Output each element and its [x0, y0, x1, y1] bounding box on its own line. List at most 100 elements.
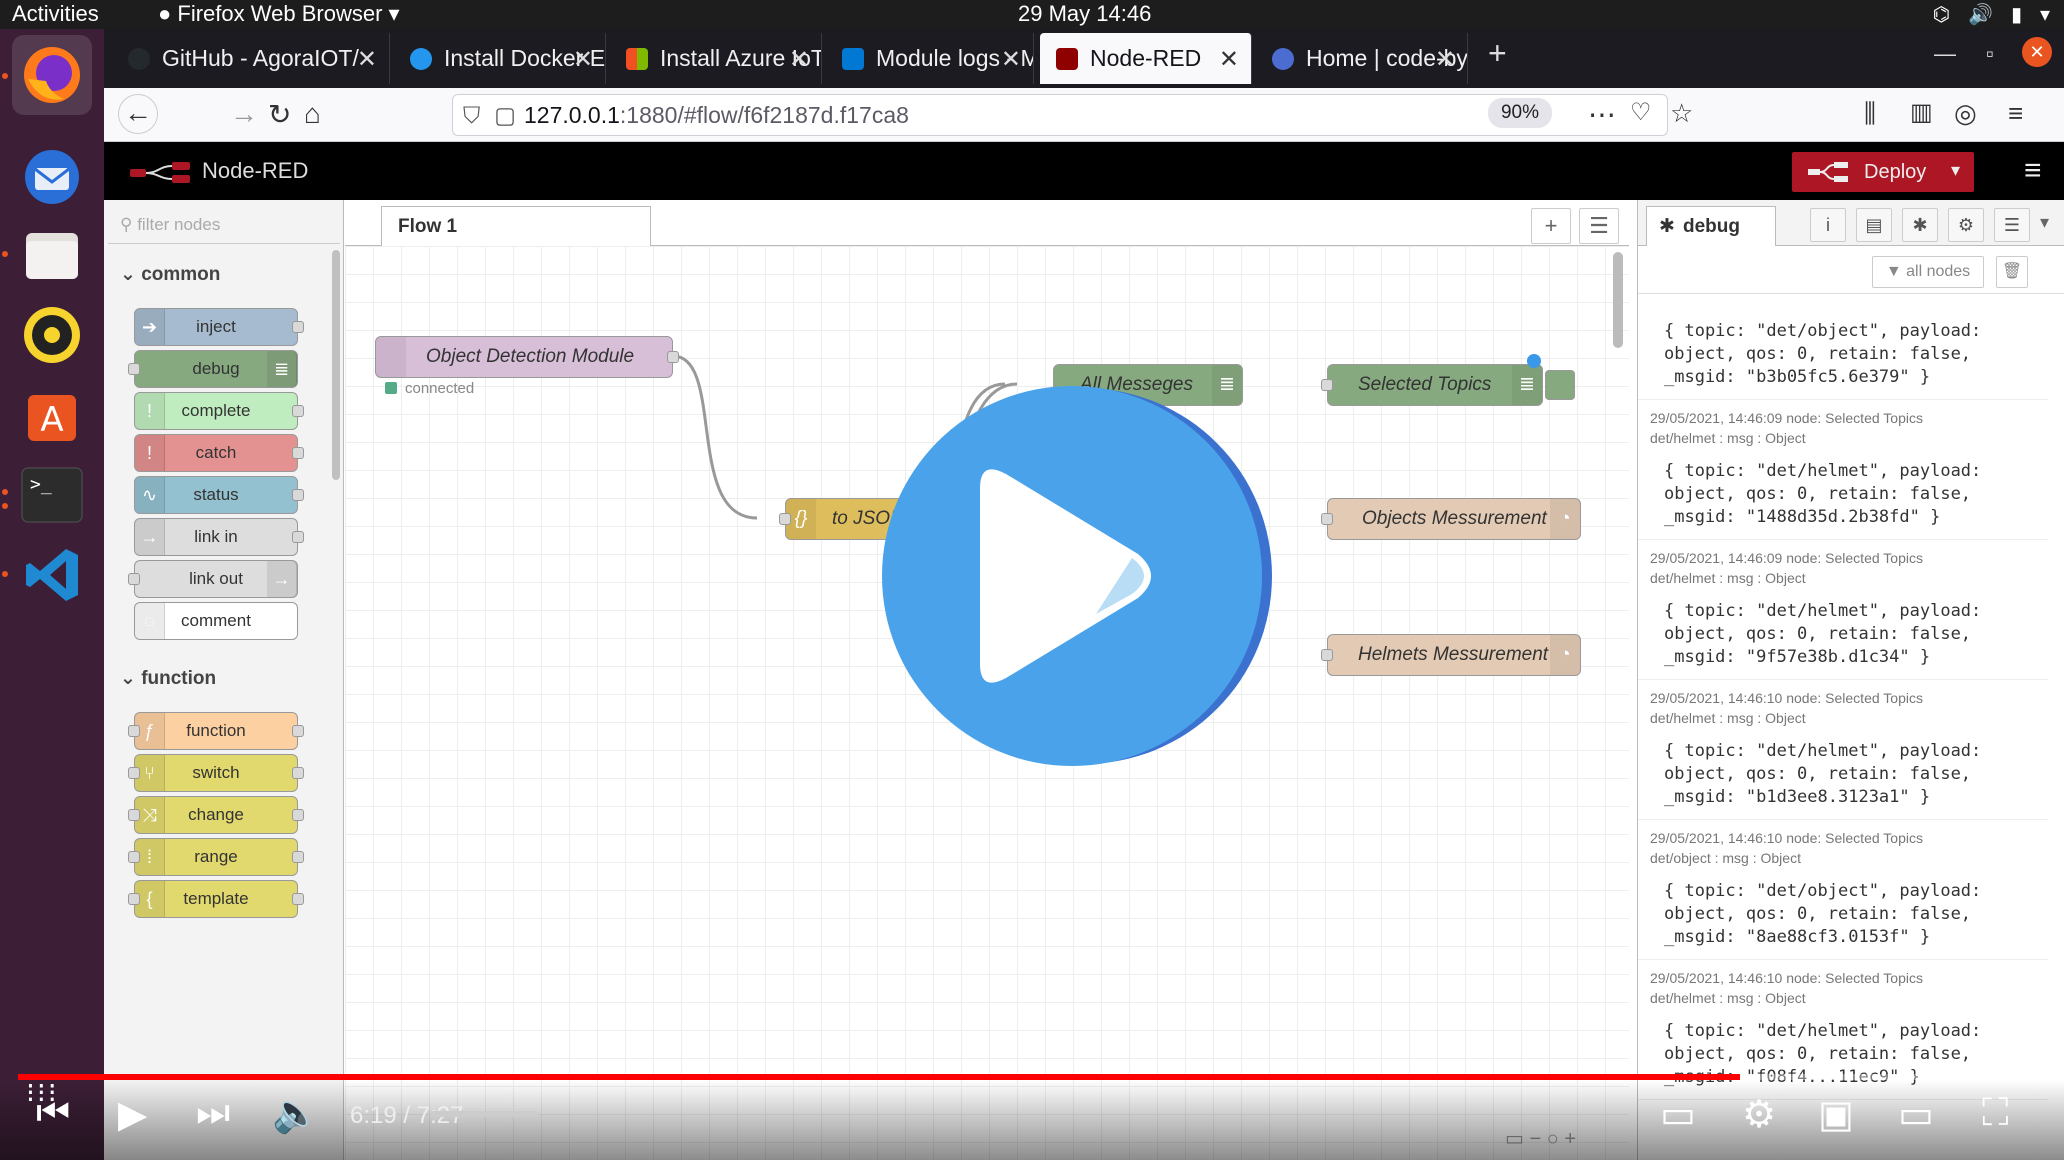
node-object-detection-module[interactable]: Object Detection Module: [375, 336, 679, 378]
menu-icon[interactable]: ≡: [2008, 98, 2024, 128]
palette-node-complete[interactable]: !complete: [134, 392, 304, 430]
tab-github[interactable]: GitHub - AgoraIOT/ ✕: [112, 33, 390, 84]
firefox-dock-icon[interactable]: [12, 35, 92, 115]
palette-node-catch[interactable]: !catch: [134, 434, 304, 472]
node-selected-topics[interactable]: Selected Topics ≣: [1321, 364, 1543, 406]
debug-message-payload[interactable]: { topic: "det/helmet", payload:object, q…: [1650, 600, 2038, 669]
canvas-scrollbar[interactable]: [1613, 252, 1623, 348]
play-icon[interactable]: ▶: [118, 1094, 148, 1136]
debug-message-payload[interactable]: { topic: "det/helmet", payload:object, q…: [1650, 1020, 2038, 1089]
flow-canvas[interactable]: Object Detection Module connected {} to …: [345, 246, 1629, 1160]
tab-module-logs[interactable]: Module logs - Micro ✕: [826, 33, 1034, 84]
page-info-icon[interactable]: ▢: [494, 101, 516, 128]
debug-message-topic[interactable]: det/helmet : msg : Object: [1650, 430, 1806, 446]
fullscreen-icon[interactable]: ⛶: [1982, 1092, 2009, 1134]
thunderbird-dock-icon[interactable]: [12, 137, 92, 217]
window-close-icon[interactable]: ✕: [2022, 37, 2052, 67]
tab-flow-1[interactable]: Flow 1: [381, 206, 651, 246]
debug-message[interactable]: 29/05/2021, 14:46:10 node: Selected Topi…: [1638, 960, 2048, 1100]
tab-install-azure[interactable]: Install Azure IoT Ed ✕: [610, 33, 822, 84]
debug-message[interactable]: 29/05/2021, 14:46:10 node: Selected Topi…: [1638, 820, 2048, 960]
config-gear-icon[interactable]: ⚙: [1948, 208, 1984, 242]
theater-mode-icon[interactable]: ▭: [1898, 1094, 1934, 1136]
back-icon[interactable]: ←: [118, 94, 158, 134]
list-flows-icon[interactable]: ☰: [1579, 208, 1619, 244]
close-tab-icon[interactable]: ✕: [788, 46, 809, 73]
home-icon[interactable]: ⌂: [304, 98, 321, 129]
video-progress-bar[interactable]: [18, 1074, 2046, 1080]
new-tab-icon[interactable]: +: [1488, 35, 1507, 71]
debug-message-topic[interactable]: det/object : msg : Object: [1650, 850, 1801, 866]
reload-icon[interactable]: ↻: [268, 99, 292, 130]
debug-message-topic[interactable]: det/helmet : msg : Object: [1650, 570, 1806, 586]
palette-node-change[interactable]: ⤨change: [128, 796, 304, 834]
palette-node-comment[interactable]: ◌comment: [134, 602, 298, 640]
play-video-button[interactable]: [876, 378, 1272, 774]
category-function[interactable]: ⌄ function: [104, 660, 330, 698]
volume-icon[interactable]: 🔈: [272, 1093, 320, 1135]
filter-all-nodes-button[interactable]: ▼ all nodes: [1872, 256, 1984, 288]
info-icon[interactable]: i: [1810, 208, 1846, 242]
debug-message-payload[interactable]: { topic: "det/object", payload:object, q…: [1650, 880, 2038, 949]
settings-gear-icon[interactable]: ⚙: [1742, 1094, 1777, 1136]
add-flow-icon[interactable]: +: [1531, 208, 1571, 244]
debug-message-topic[interactable]: det/helmet : msg : Object: [1650, 710, 1806, 726]
app-menu[interactable]: ● Firefox Web Browser ▾: [158, 1, 400, 26]
debug-tab-bug-icon[interactable]: ✱: [1902, 208, 1938, 242]
previous-icon[interactable]: ⏮: [36, 1092, 71, 1134]
node-helmets-measurement[interactable]: Helmets Messurement ◔: [1321, 634, 1581, 676]
debug-message-payload[interactable]: { topic: "det/object", payload:object, q…: [1650, 320, 2038, 389]
close-tab-icon[interactable]: ✕: [572, 46, 593, 73]
palette-scrollbar[interactable]: [332, 250, 340, 480]
tab-debug[interactable]: ✱debug: [1646, 206, 1776, 246]
pocket-icon[interactable]: ♡: [1630, 99, 1652, 126]
bookmark-star-icon[interactable]: ☆: [1670, 98, 1694, 128]
zoom-controls[interactable]: ▭ − ○ +: [1505, 1126, 1576, 1151]
files-dock-icon[interactable]: [12, 215, 92, 295]
close-tab-icon[interactable]: ✕: [1000, 46, 1021, 73]
volume-slider[interactable]: [430, 1111, 538, 1117]
debug-message[interactable]: { topic: "det/object", payload:object, q…: [1638, 300, 2048, 400]
url-bar[interactable]: ⛉ ▢ 127.0.0.1:1880/#flow/f6f2187d.f17ca8: [452, 94, 1668, 136]
tab-code-byter[interactable]: Home | code-byter ✕: [1256, 33, 1468, 84]
palette-node-status[interactable]: ∿status: [134, 476, 304, 514]
zoom-level[interactable]: 90%: [1488, 98, 1552, 128]
deploy-dropdown-icon[interactable]: ▾: [1950, 160, 1960, 180]
rhythmbox-dock-icon[interactable]: [12, 295, 92, 375]
close-tab-icon[interactable]: ✕: [1218, 46, 1239, 73]
maximize-icon[interactable]: ▫: [1986, 41, 1994, 66]
palette-node-switch[interactable]: ⑂switch: [128, 754, 304, 792]
node-objects-measurement[interactable]: Objects Messurement ◔: [1321, 498, 1581, 540]
clear-debug-icon[interactable]: 🗑: [1996, 256, 2028, 288]
debug-message[interactable]: 29/05/2021, 14:46:09 node: Selected Topi…: [1638, 400, 2048, 540]
context-data-icon[interactable]: ☰: [1994, 208, 2030, 242]
subtitles-icon[interactable]: ▭: [1660, 1094, 1696, 1136]
miniplayer-icon[interactable]: ▣: [1818, 1094, 1854, 1136]
help-book-icon[interactable]: ▤: [1856, 208, 1892, 242]
debug-message[interactable]: 29/05/2021, 14:46:09 node: Selected Topi…: [1638, 540, 2048, 680]
software-center-dock-icon[interactable]: A: [12, 375, 92, 455]
library-icon[interactable]: ⫼: [1864, 98, 1876, 128]
debug-toggle-button[interactable]: [1545, 370, 1575, 400]
forward-icon[interactable]: →: [230, 98, 258, 129]
debug-message-payload[interactable]: { topic: "det/helmet", payload:object, q…: [1650, 740, 2038, 809]
vscode-dock-icon[interactable]: [12, 535, 92, 615]
palette-node-template[interactable]: {template: [128, 880, 304, 918]
category-common[interactable]: ⌄ common: [104, 256, 330, 294]
system-tray[interactable]: ⌬ 🔊 ▮ ▾: [1933, 2, 2050, 27]
account-icon[interactable]: ◎: [1954, 98, 1977, 128]
tab-node-red[interactable]: Node-RED ✕: [1040, 33, 1252, 84]
palette-node-link-out[interactable]: link out→: [128, 560, 298, 598]
chapters-icon[interactable]: ⁝⁝⁝: [26, 1077, 59, 1108]
close-tab-icon[interactable]: ✕: [1434, 46, 1455, 73]
palette-node-link-in[interactable]: →link in: [134, 518, 304, 556]
palette-node-debug[interactable]: debug≣: [128, 350, 298, 388]
shield-icon[interactable]: ⛉: [463, 101, 481, 128]
palette-node-range[interactable]: ⁞range: [128, 838, 304, 876]
debug-message[interactable]: 29/05/2021, 14:46:10 node: Selected Topi…: [1638, 680, 2048, 820]
activities-button[interactable]: Activities: [12, 1, 99, 26]
terminal-dock-icon[interactable]: >_: [12, 455, 92, 535]
debug-message-topic[interactable]: det/helmet : msg : Object: [1650, 990, 1806, 1006]
deploy-button[interactable]: Deploy ▾: [1792, 152, 1974, 192]
